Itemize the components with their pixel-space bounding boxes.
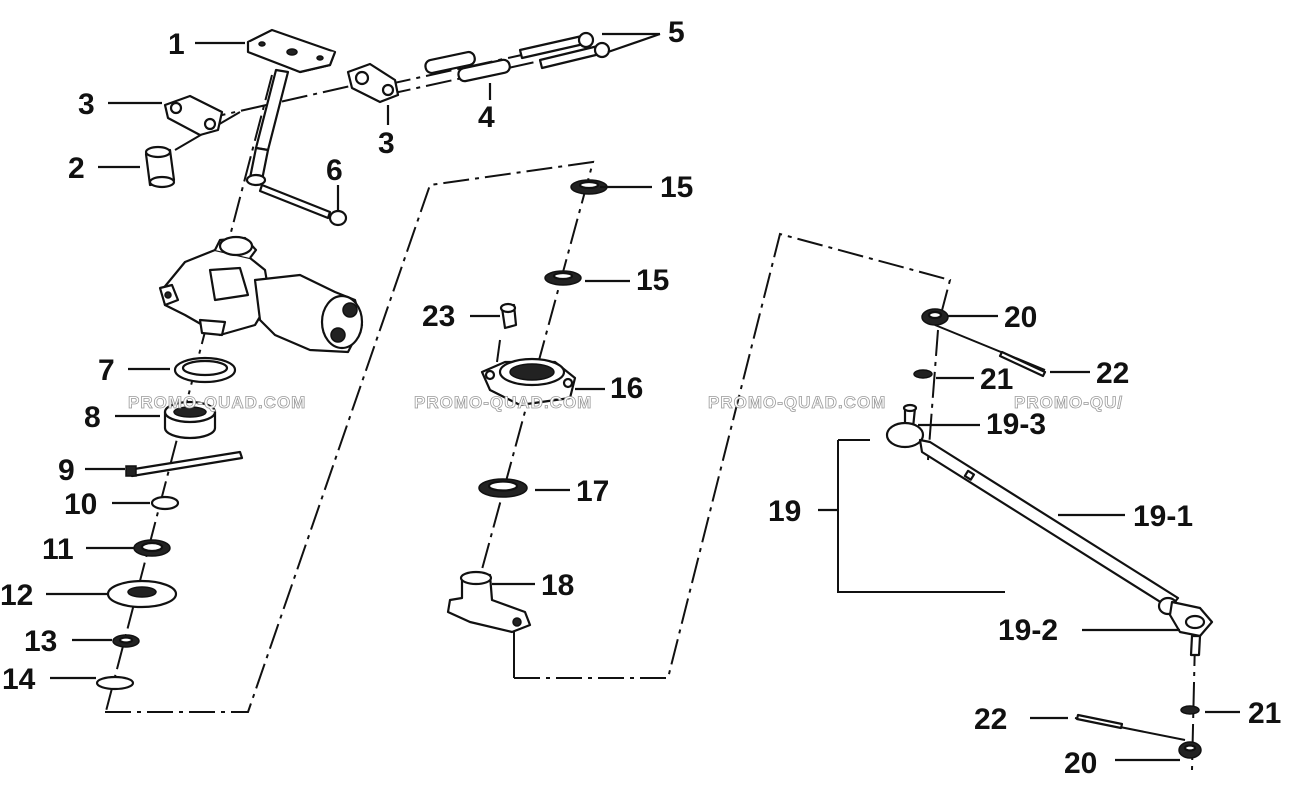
callout-20-bottom: 20 [1064,747,1097,780]
callout-3-right: 3 [378,127,395,160]
callout-19: 19 [768,495,801,528]
nut-13 [112,634,140,648]
callout-8: 8 [84,401,101,434]
callout-19-2: 19-2 [998,614,1058,647]
bracket-19 [837,439,1005,593]
steering-shaft [245,68,290,187]
callout-3-left: 3 [78,88,95,121]
washer-15-top [570,179,608,195]
washer-21-bottom [1180,705,1200,715]
washer-21-top [913,369,933,379]
callout-15-top: 15 [660,171,693,204]
callout-16: 16 [610,372,643,405]
tie-rod-end-19-2 [1157,596,1214,657]
cable-tie-9 [125,450,244,478]
cotter-pin-22-top [998,350,1047,378]
callout-15-mid: 15 [636,264,669,297]
callout-11: 11 [42,533,74,566]
callout-22-bottom: 22 [974,703,1007,736]
callout-17: 17 [576,475,609,508]
bolt-6 [258,183,348,227]
callout-20-top: 20 [1004,301,1037,334]
callout-19-3: 19-3 [986,408,1046,441]
watermark-3: PROMO-QUAD.COM [708,393,886,412]
callout-21-bottom: 21 [1248,697,1281,730]
callout-18: 18 [541,569,574,602]
callout-14: 14 [2,663,36,696]
column-top-plate [246,28,337,74]
circlip-14 [95,675,135,691]
clamp-ring-7 [173,356,237,384]
callout-12: 12 [0,579,33,612]
bearing-11 [133,539,171,557]
watermark-1: PROMO-QUAD.COM [128,393,306,412]
callout-1: 1 [168,28,185,61]
castle-nut-20-top [921,308,949,326]
callout-13: 13 [24,625,57,658]
leader-lines [46,32,1240,762]
bolt-23 [496,302,518,363]
seal-8 [163,400,217,440]
washer-15-mid [544,270,582,286]
callout-23: 23 [422,300,455,333]
callout-19-1: 19-1 [1133,500,1193,533]
callout-4: 4 [478,101,495,134]
adjuster-sleeves [424,50,511,83]
callout-10: 10 [64,488,97,521]
callouts: 1 5 3 3 4 2 6 15 15 23 16 7 8 9 10 11 12… [0,16,1281,780]
callout-9: 9 [58,454,75,487]
watermark-4: PROMO-QU/ [1014,393,1123,412]
washer-17 [478,478,528,498]
tie-rod-bracket-left [163,94,224,137]
bearing-holder-16 [480,357,577,407]
castle-nut-20-bottom [1178,741,1202,759]
washer-10 [150,495,180,511]
watermarks: PROMO-QUAD.COM PROMO-QUAD.COM PROMO-QUAD… [128,393,1123,413]
tie-rod-bolts [518,31,611,70]
callout-7: 7 [98,354,115,387]
pitman-arm-18 [446,570,532,634]
tie-rod-bracket-right [346,62,400,104]
bushing-sleeve [144,145,176,189]
callout-22-top: 22 [1096,357,1129,390]
callout-5: 5 [668,16,685,49]
callout-6: 6 [326,154,343,187]
cotter-pin-22-bottom [1075,713,1124,730]
steering-gearbox-motor [158,235,364,354]
callout-21-top: 21 [980,363,1013,396]
watermark-2: PROMO-QUAD.COM [414,393,592,412]
callout-2: 2 [68,152,85,185]
dust-cover-12 [106,579,178,609]
tie-rod-end-19-3 [885,403,925,449]
